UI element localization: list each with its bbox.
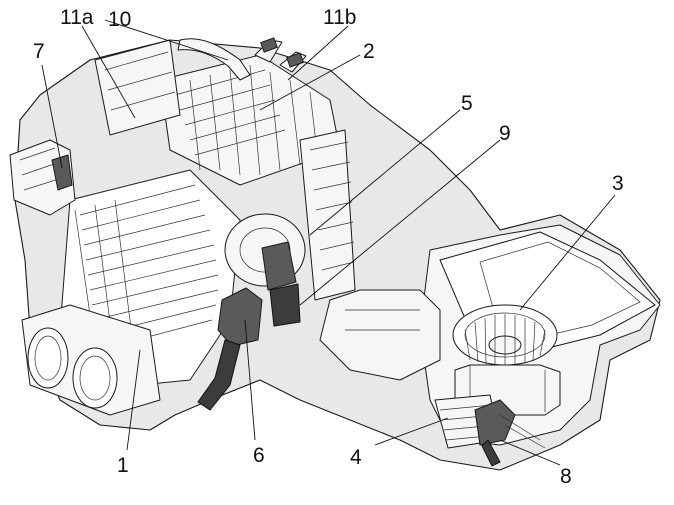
callout-11b: 11b: [323, 6, 356, 29]
connector-8: [474, 399, 546, 467]
actuator-5: [261, 241, 301, 327]
floor-outlets: [21, 304, 161, 416]
callout-5: 5: [461, 92, 473, 115]
callout-4: 4: [350, 446, 362, 469]
callout-9: 9: [499, 122, 511, 145]
callout-8: 8: [560, 465, 572, 488]
left-frame: [9, 39, 181, 216]
callout-6: 6: [253, 444, 265, 467]
callout-3: 3: [612, 172, 624, 195]
callout-7: 7: [33, 40, 45, 63]
duct-lower: [319, 289, 441, 381]
evaporator: [159, 37, 341, 186]
hose: [177, 38, 251, 81]
callout-11a: 11a: [60, 6, 94, 29]
callout-10: 10: [108, 8, 131, 31]
leader-lines: [41, 19, 616, 466]
blower-fan: [452, 304, 558, 366]
callout-1: 1: [117, 454, 129, 477]
actuator-6: [197, 287, 263, 411]
callout-2: 2: [363, 40, 375, 63]
